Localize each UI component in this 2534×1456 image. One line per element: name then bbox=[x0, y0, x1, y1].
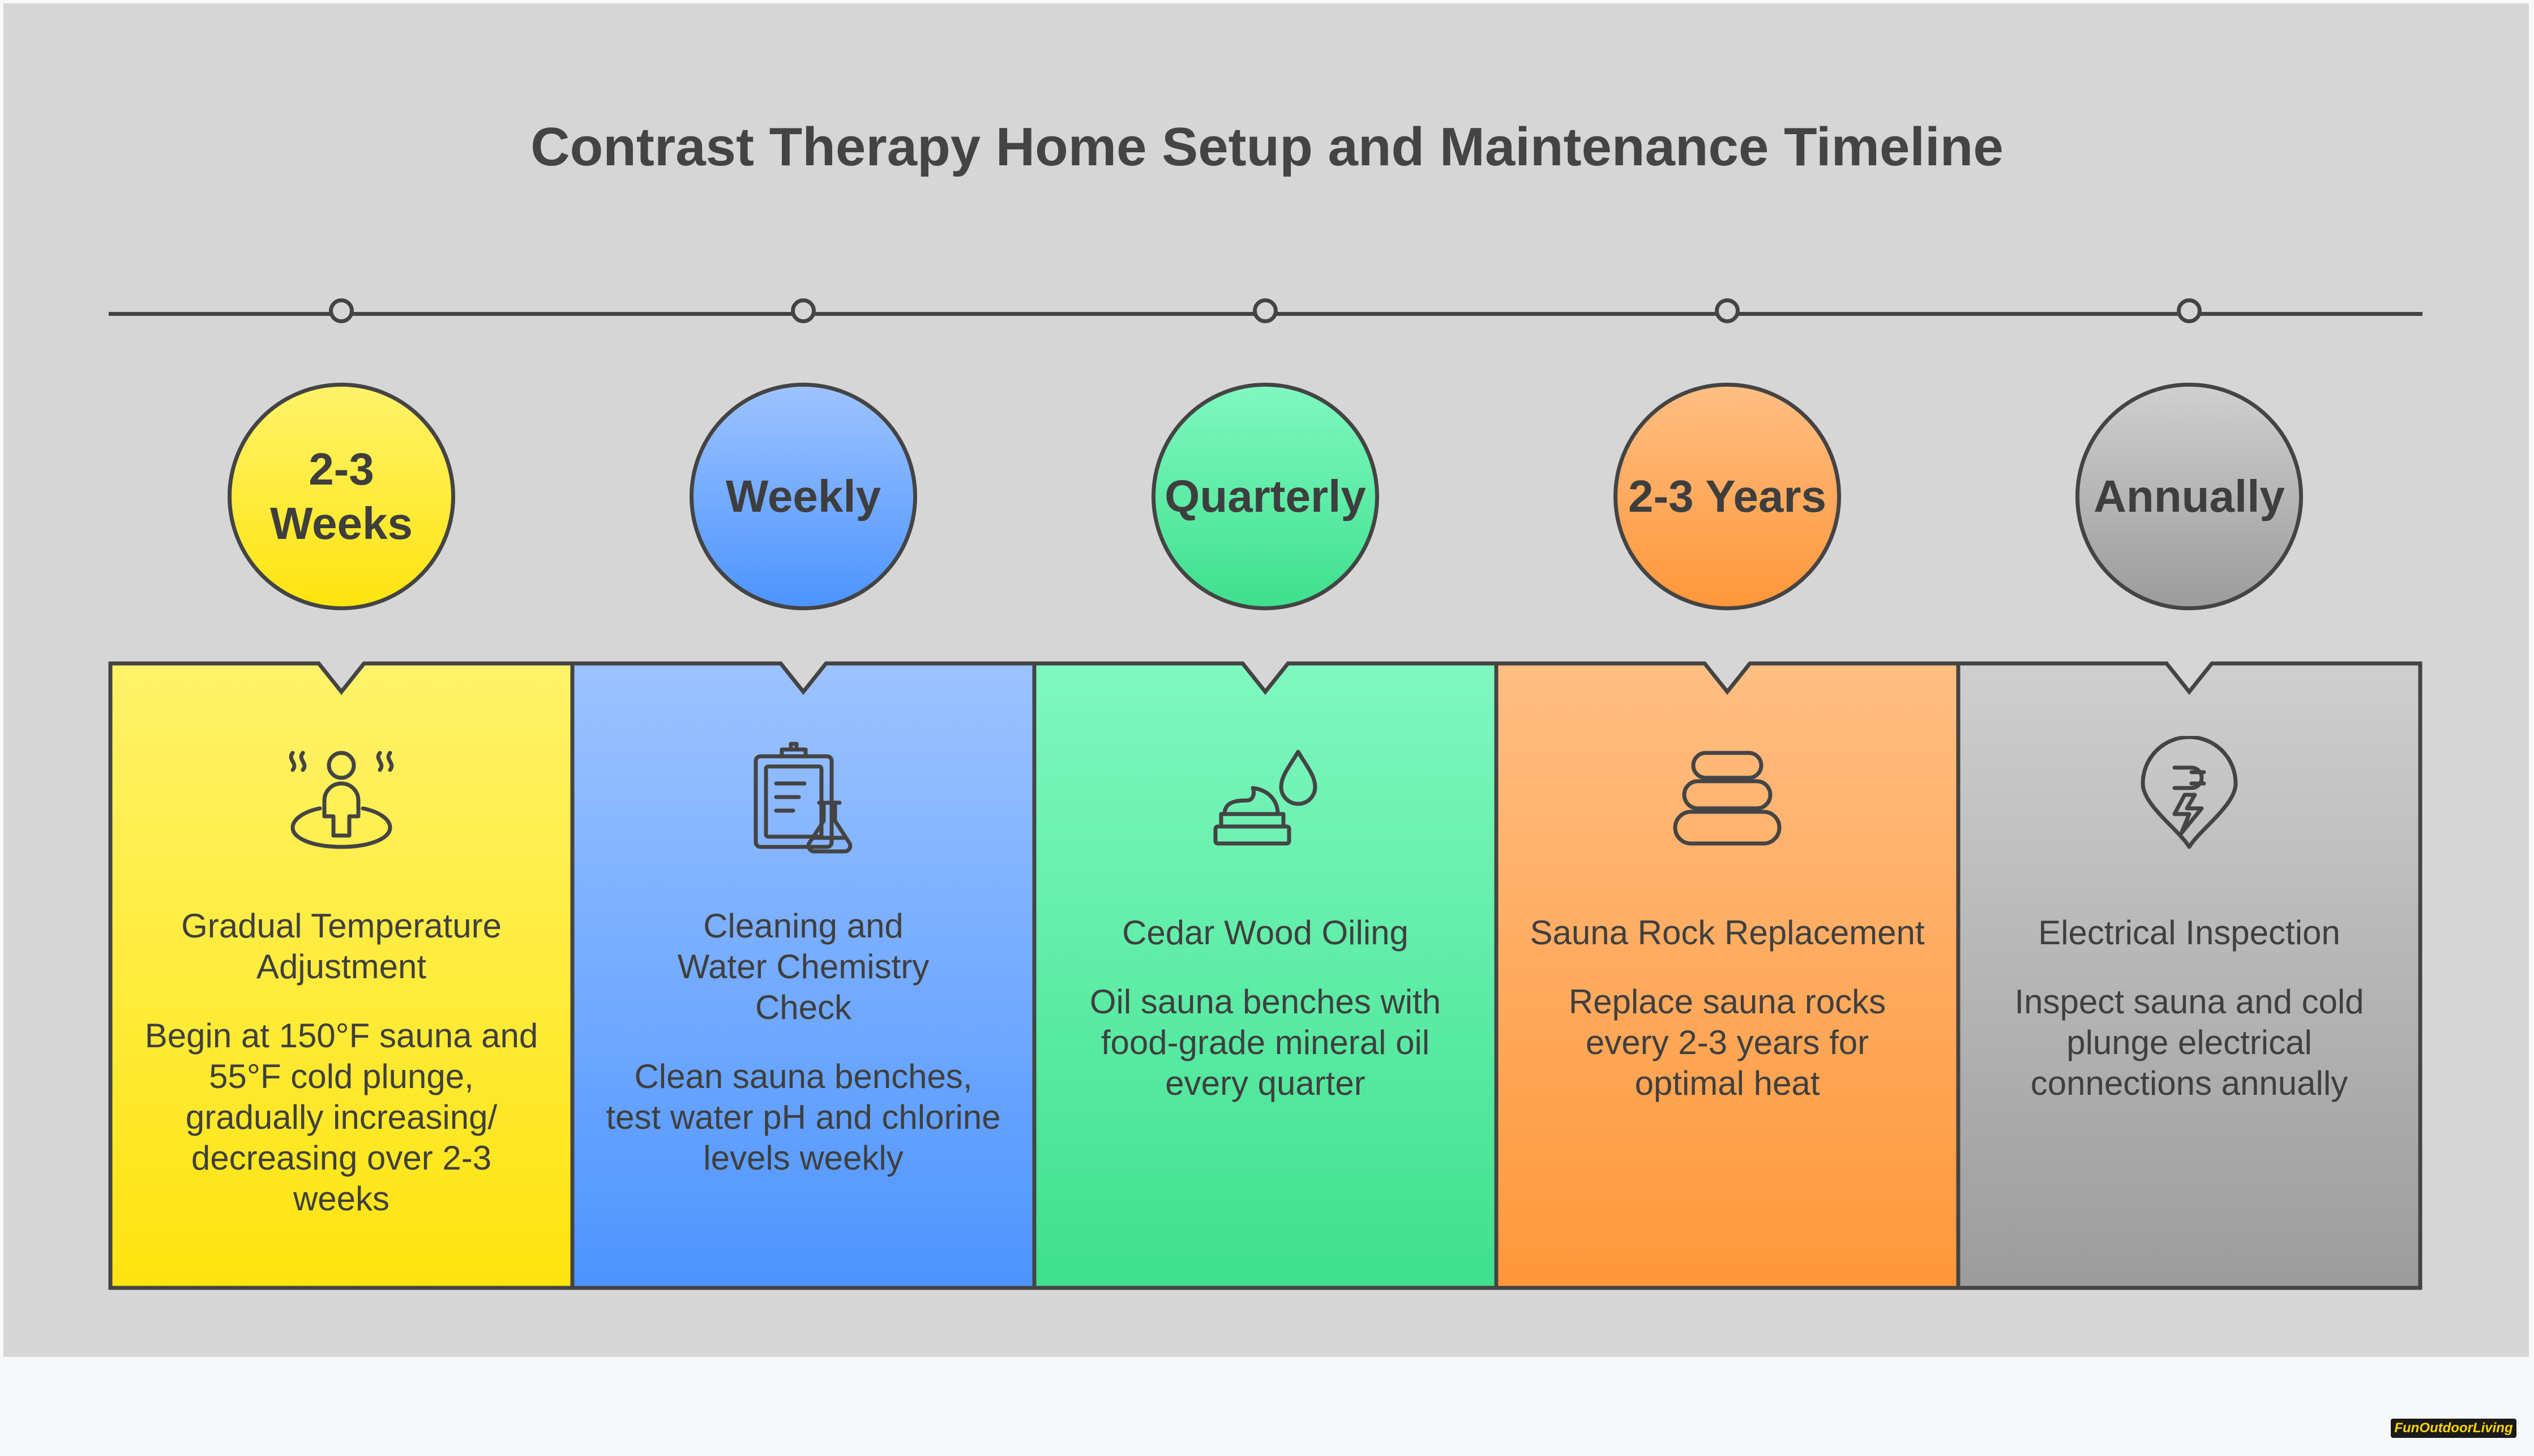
stage-title: Cedar Wood Oiling bbox=[1122, 914, 1409, 952]
stage-card bbox=[1494, 661, 1961, 1290]
stage-description: Inspect sauna and cold plunge electrical… bbox=[2014, 983, 2364, 1102]
timeline-dot bbox=[329, 298, 354, 323]
stage-label: Quarterly bbox=[1165, 471, 1366, 521]
stage-card bbox=[108, 661, 575, 1290]
stacked-stones-icon bbox=[1666, 736, 1788, 858]
stage-circle: 2-3 Years bbox=[1613, 383, 1841, 610]
diagram-title: Contrast Therapy Home Setup and Maintena… bbox=[530, 117, 2004, 177]
stage-circle: Quarterly bbox=[1152, 383, 1379, 610]
stage-label: Annually bbox=[2094, 471, 2285, 521]
stage-circle: Weekly bbox=[690, 383, 917, 610]
plug-bolt-pin-icon bbox=[2128, 735, 2250, 858]
cream-drop-icon bbox=[1204, 736, 1326, 858]
timeline-dot bbox=[2177, 298, 2202, 323]
stage-card bbox=[570, 661, 1037, 1290]
stage-description: Oil sauna benches with food-grade minera… bbox=[1089, 983, 1441, 1102]
stage-label: 2-3 Years bbox=[1628, 471, 1826, 521]
stage-label: 2-3 Weeks bbox=[269, 444, 413, 549]
timeline-dot bbox=[1253, 298, 1278, 323]
stage-card bbox=[1956, 661, 2422, 1290]
clipboard-flask-icon bbox=[742, 736, 864, 858]
stage-description: Replace sauna rocks every 2-3 years for … bbox=[1568, 983, 1886, 1102]
stage-title: Gradual Temperature Adjustment bbox=[181, 907, 502, 986]
stage-circle: Annually bbox=[2075, 383, 2303, 610]
stage-title: Electrical Inspection bbox=[2038, 914, 2340, 952]
stage-description: Begin at 150°F sauna and 55°F cold plung… bbox=[144, 1017, 538, 1218]
stage-title: Cleaning and Water Chemistry Check bbox=[677, 907, 930, 1026]
stage-card bbox=[1032, 661, 1499, 1290]
timeline-dot bbox=[791, 298, 816, 323]
stage-circle: 2-3 Weeks bbox=[228, 383, 455, 610]
brand-logo: FunOutdoorLiving bbox=[2391, 1419, 2516, 1438]
stage-title: Sauna Rock Replacement bbox=[1530, 914, 1925, 952]
stage-label: Weekly bbox=[725, 471, 881, 521]
timeline-dot bbox=[1715, 298, 1740, 323]
stage-description: Clean sauna benches, test water pH and c… bbox=[606, 1057, 1001, 1177]
sauna-person-icon bbox=[280, 736, 403, 858]
brand-logo-text: FunOutdoorLiving bbox=[2394, 1420, 2513, 1436]
